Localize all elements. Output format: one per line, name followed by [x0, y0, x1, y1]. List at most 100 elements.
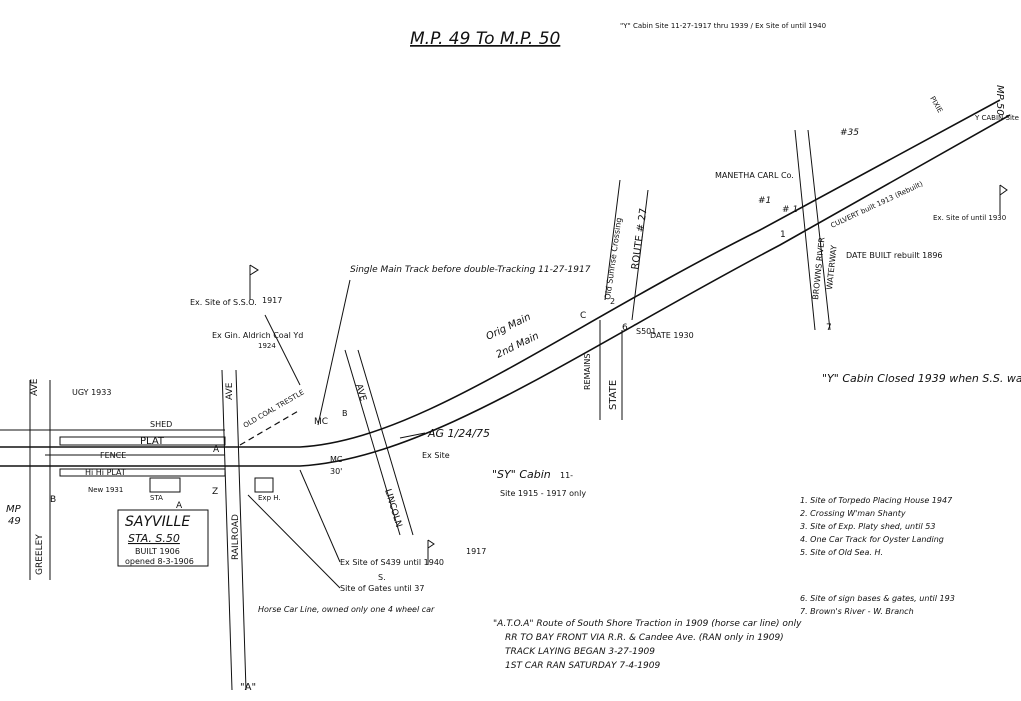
lincoln-ave-left — [344, 349, 401, 536]
browns-river-label: BROWNS RIVER — [811, 236, 827, 300]
y-cabin-note: "Y" Cabin Closed 1939 when S.S. was put … — [822, 372, 1021, 385]
railroad-ave-top-label: AVE — [225, 382, 235, 400]
date-1896-label: DATE BUILT rebuilt 1896 — [846, 251, 943, 260]
station-building — [149, 477, 181, 493]
lincoln-ave-label: AVE — [353, 383, 368, 403]
ex-site-sign-label: Ex Site — [422, 451, 450, 460]
crossing-a-label: A — [213, 445, 220, 455]
mp49-number: 49 — [8, 516, 21, 527]
legend-item-6: 6. Site of sign bases & gates, until 193 — [800, 594, 955, 603]
remains-label: REMAINS — [583, 354, 592, 390]
seven-label: 7 — [826, 323, 832, 333]
platform-north — [59, 436, 226, 446]
x-mc-label: MC — [330, 455, 343, 464]
main-track-1 — [0, 99, 1001, 448]
num1b-label: # 1 — [782, 205, 798, 215]
route27-left — [604, 179, 621, 301]
manetha-label: MANETHA CARL Co. — [715, 171, 794, 180]
mp50-label: MP 50 — [994, 85, 1005, 116]
legend-item-1: 1. Site of Torpedo Placing House 1947 — [800, 496, 953, 505]
crossing-b-label: B — [50, 495, 56, 505]
aldrich-label: Ex Gin. Aldrich Coal Yd — [212, 331, 303, 340]
route27-right — [631, 189, 649, 321]
greeley-label: GREELEY — [35, 534, 45, 575]
plat-label: PLAT — [140, 436, 165, 447]
num2-label: 2 — [610, 297, 615, 306]
first-car-note: 1ST CAR RAN SATURDAY 7-4-1909 — [505, 661, 660, 671]
lincoln-ave-right — [357, 349, 414, 536]
flag-icon-1 — [249, 264, 259, 300]
year-1917a-label: 1917 — [262, 296, 282, 305]
diagram-title: M.P. 49 To M.P. 50 — [410, 29, 560, 49]
z-label: Z — [212, 487, 218, 497]
single-main-note: Single Main Track before double-Tracking… — [350, 265, 591, 275]
date-1930-label: DATE 1930 — [650, 331, 694, 340]
shed-label: SHED — [150, 420, 172, 429]
atoa-note: "A.T.O.A" Route of South Shore Traction … — [493, 619, 802, 629]
one-label: 1 — [780, 230, 786, 240]
station-built: BUILT 1906 — [135, 547, 180, 556]
num1a-label: #1 — [758, 196, 771, 206]
new-1931-label: New 1931 — [88, 486, 123, 494]
sy-year-label: 11- — [560, 471, 573, 480]
old-coal-trestle — [239, 409, 301, 446]
railroad-ave-left — [221, 369, 233, 691]
railroad-label: RAILROAD — [231, 514, 241, 560]
legend-item-4: 4. One Car Track for Oyster Landing — [800, 535, 944, 544]
track-laying-note: TRACK LAYING BEGAN 3-27-1909 — [505, 647, 655, 657]
atoa-note-2: RR TO BAY FRONT VIA R.R. & Candee Ave. (… — [505, 633, 784, 643]
site-gates-label: Site of Gates until 37 — [340, 584, 424, 593]
old-sunrise-label: Old Sunrise Crossing — [603, 217, 623, 300]
station-name: SAYVILLE — [125, 514, 190, 530]
b-sign-label: B — [342, 409, 348, 418]
six-label: 6 — [622, 323, 628, 333]
ag-date-label: AG 1/24/75 — [427, 427, 490, 440]
station-box — [117, 509, 209, 567]
y-cabin-site-label: "Y" Cabin Site 11-27-1917 thru 1939 / Ex… — [620, 22, 826, 30]
express-house — [254, 477, 274, 493]
ex-site-5439-label: Ex Site of S439 until 1940 — [340, 558, 444, 567]
old-coal-label: OLD COAL TRESTLE — [242, 388, 306, 429]
ag-arrow — [399, 432, 426, 439]
site-gates-arrow — [247, 494, 341, 589]
flag-icon-3 — [427, 539, 435, 565]
state-label: STATE — [608, 380, 619, 410]
xing-30-label: 30' — [330, 467, 342, 476]
year-1917b-label: 1917 — [466, 547, 486, 556]
station-number: STA. S.50 — [128, 532, 180, 545]
waterway-label: WATERWAY — [825, 245, 839, 291]
ex-site-5439-arrow — [299, 469, 341, 563]
main-track-2 — [0, 114, 1011, 467]
single-main-arrow — [317, 279, 351, 426]
ugy-label: UGY 1933 — [72, 388, 111, 397]
s501-label: S501 — [636, 327, 656, 336]
legend-item-3: 3. Site of Exp. Platy shed, until 53 — [800, 522, 935, 531]
waterway-right — [807, 129, 831, 331]
hi-plat-label: Hi Hi PLAT — [85, 468, 126, 477]
mp49-label: MP — [6, 504, 22, 515]
legend-item-5: 5. Site of Old Sea. H. — [800, 548, 883, 557]
ex-site-top-label: Ex. Site of S.S.O. — [190, 298, 257, 307]
fence-label: FENCE — [100, 451, 126, 460]
aldrich-arrow — [264, 314, 301, 386]
route27-label: ROUTE # 27 — [630, 207, 650, 270]
railroad-ave-right — [235, 369, 247, 691]
pixie-label: PIXIE — [928, 95, 944, 114]
horse-car-note: Horse Car Line, owned only one 4 wheel c… — [258, 605, 435, 614]
year-1924-label: 1924 — [258, 342, 276, 350]
station-building-label: STA — [150, 494, 163, 502]
station-opened: opened 8-3-1906 — [125, 557, 194, 566]
mc-label: MC — [314, 417, 328, 427]
a-top-label: A — [176, 501, 183, 511]
express-house-label: Exp H. — [258, 494, 281, 502]
ex-site-of-label: Ex. Site of until 1930 — [933, 214, 1006, 222]
greeley-ave-label: AVE — [30, 378, 40, 396]
sy-cabin-label: "SY" Cabin — [492, 468, 551, 481]
num35-label: #35 — [840, 128, 859, 138]
crossing-c-label: C — [580, 311, 586, 321]
a-bottom-label: "A" — [240, 682, 256, 693]
lincoln-label: LINCOLN — [382, 488, 403, 529]
waterway-left — [794, 129, 816, 331]
culvert-label: CULVERT built 1913 (Rebuilt) — [829, 180, 924, 230]
